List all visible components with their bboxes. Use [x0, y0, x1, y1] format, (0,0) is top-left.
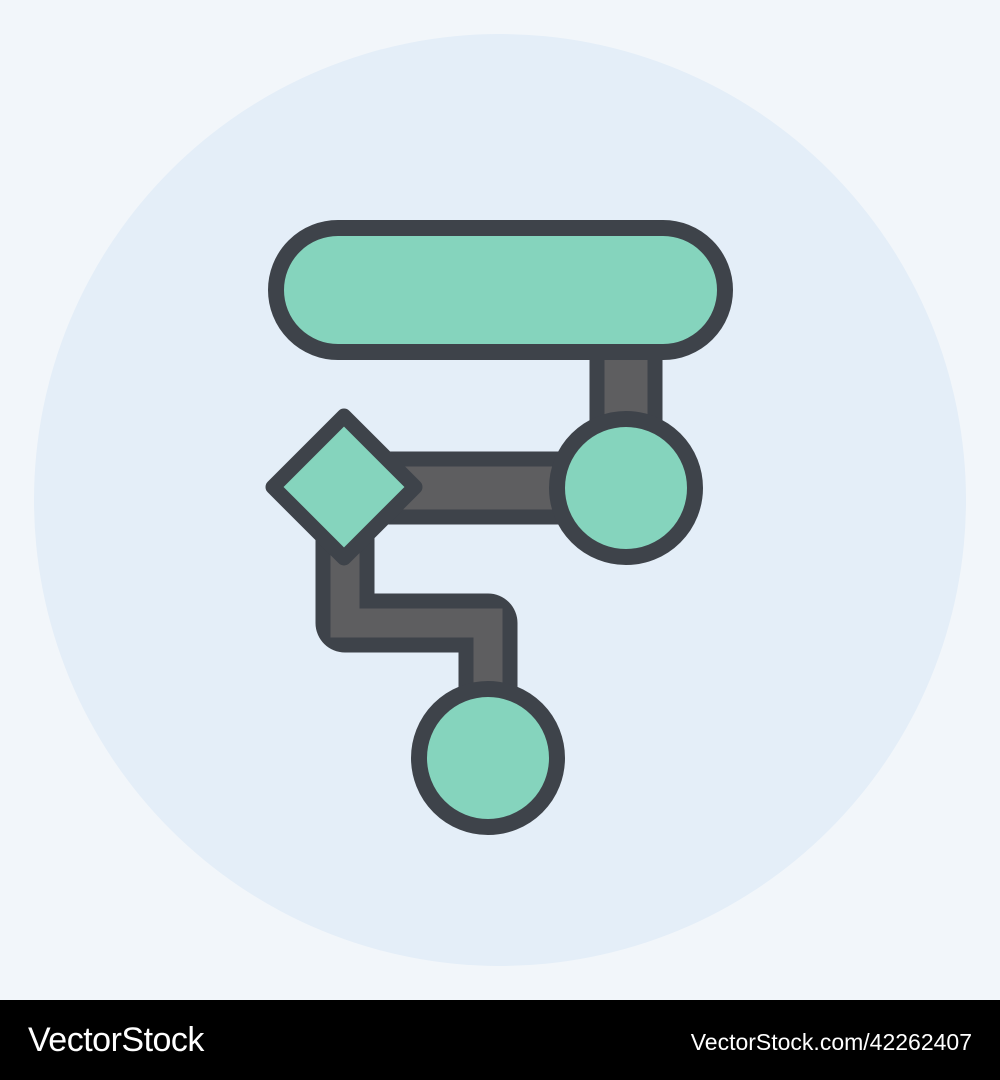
- icon-canvas: [34, 34, 966, 966]
- terminal-shape: [268, 220, 733, 360]
- watermark-image-id: VectorStock.com/42262407: [690, 1029, 972, 1055]
- decision-diamond: [265, 408, 423, 566]
- connector-bottom: [330, 510, 503, 700]
- watermark-bar: VectorStock VectorStock.com/42262407: [0, 1000, 1000, 1080]
- process-node-right: [549, 411, 703, 565]
- flowchart-icon: [34, 34, 966, 966]
- watermark-brand: VectorStock: [28, 1021, 204, 1059]
- end-node-bottom: [411, 681, 565, 835]
